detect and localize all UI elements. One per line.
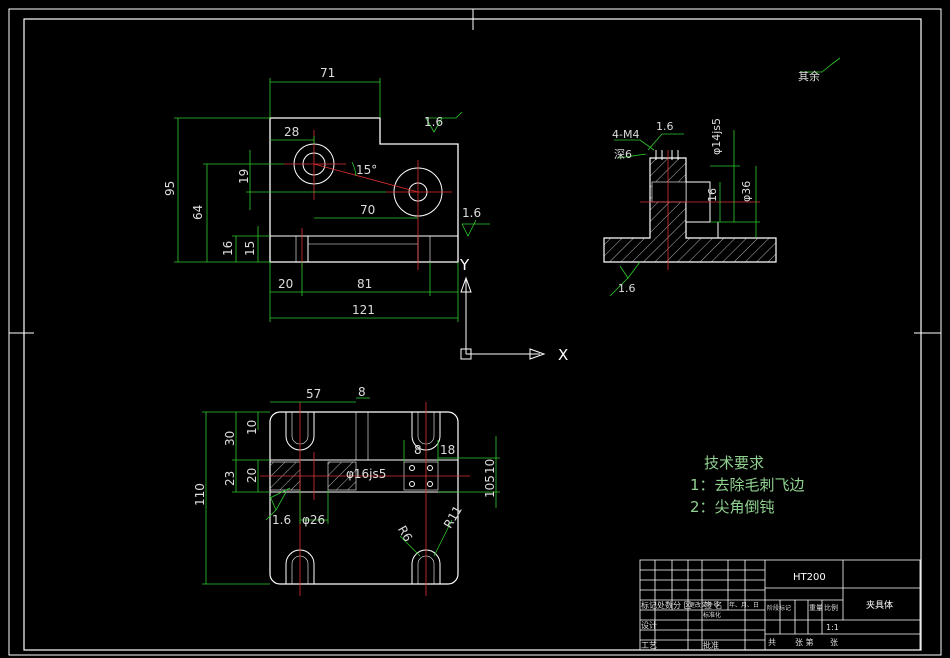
- top-view-dimensions: [202, 397, 500, 585]
- front-view: [269, 117, 459, 270]
- dim-105: 105: [483, 475, 497, 498]
- front-view-dim-text: 71 28 15° 19 70 95 64 16 15 20 81 121 1.…: [163, 66, 481, 317]
- dim-16: 16: [221, 241, 235, 256]
- material-label: HT200: [793, 572, 826, 583]
- dim-phi14js5: φ14js5: [710, 118, 723, 155]
- tb-sign: 签 名: [704, 601, 723, 610]
- tb-sheet-num: 张 第: [795, 638, 814, 647]
- dim-r6: R6: [395, 523, 415, 544]
- tb-date: 年、月、日: [729, 602, 760, 609]
- tb-stage-mark: 阶段标记: [767, 605, 792, 612]
- dim-30: 30: [223, 431, 237, 446]
- tb-approve: 批准: [703, 641, 719, 650]
- roughness-top: 1.6: [272, 513, 291, 527]
- tb-ratio: 比例: [824, 604, 838, 612]
- dim-4-m4: 4-M4: [612, 128, 639, 141]
- technical-requirements: 技术要求 1：去除毛刺飞边 2：尖角倒钝: [690, 452, 805, 518]
- tb-sheet-end: 张: [830, 638, 838, 647]
- dim-19: 19: [237, 169, 251, 184]
- tb-mark: 标记: [641, 601, 657, 610]
- dim-phi26: φ26: [302, 513, 325, 527]
- tb-sheet-total: 共: [768, 638, 776, 647]
- part-name: 夹具体: [866, 601, 894, 611]
- roughness-side-1: 1.6: [656, 120, 674, 133]
- notes-title: 技术要求: [704, 454, 765, 472]
- dim-64: 64: [191, 205, 205, 220]
- other-roughness: 其余: [798, 69, 820, 83]
- dim-18: 18: [440, 443, 455, 457]
- dim-15: 15: [243, 241, 257, 256]
- dim-16-side: 16: [706, 188, 719, 202]
- dim-20-top: 20: [245, 468, 259, 483]
- ucs-axes-icon: [460, 276, 546, 360]
- dim-23: 23: [223, 471, 237, 486]
- tb-process: 工艺: [641, 641, 657, 650]
- tb-count: 处数: [657, 601, 673, 610]
- dim-81: 81: [357, 277, 372, 291]
- dim-110: 110: [193, 483, 207, 506]
- dim-71: 71: [320, 66, 335, 80]
- top-view-dim-text: 57 8 10 30 20 23 110 φ16js5 8 18 10 105 …: [193, 385, 497, 544]
- dim-70: 70: [360, 203, 375, 217]
- dim-phi16js5: φ16js5: [346, 467, 386, 481]
- note-item-2: 2：尖角倒钝: [690, 498, 775, 516]
- dim-depth-6: 深6: [614, 148, 632, 161]
- dim-20: 20: [278, 277, 293, 291]
- tb-zone: 分 区: [673, 601, 692, 610]
- dim-8-top: 8: [358, 385, 366, 399]
- dim-10-top: 10: [245, 420, 259, 435]
- axis-y-label: Y: [459, 256, 470, 274]
- roughness-1: 1.6: [424, 115, 443, 129]
- dim-28: 28: [284, 125, 299, 139]
- dim-8-holes: 8: [414, 443, 422, 457]
- tb-design: 设计: [641, 621, 657, 630]
- roughness-side-2: 1.6: [618, 282, 636, 295]
- dim-phi36: φ36: [740, 181, 753, 202]
- side-view-dimensions: [609, 57, 841, 297]
- side-view: [603, 150, 777, 270]
- scale-value: 1:1: [826, 623, 839, 632]
- dim-57: 57: [306, 387, 321, 401]
- dim-121: 121: [352, 303, 375, 317]
- title-block: [639, 559, 921, 651]
- roughness-2: 1.6: [462, 206, 481, 220]
- dim-15deg: 15°: [356, 163, 377, 177]
- outer-frame: [8, 8, 942, 656]
- dim-r11: R11: [441, 503, 465, 530]
- note-item-1: 1：去除毛刺飞边: [690, 476, 805, 494]
- tb-standardize: 标准化: [703, 612, 722, 619]
- tb-change-doc: 更改文件号: [689, 602, 720, 609]
- tb-weight: 重量: [809, 604, 823, 612]
- inner-frame: [23, 18, 922, 651]
- front-view-dimensions: [174, 78, 490, 322]
- dim-10-holes: 10: [483, 459, 497, 474]
- top-view: [260, 402, 470, 596]
- axis-x-label: X: [558, 346, 568, 364]
- dim-95: 95: [163, 181, 177, 196]
- side-view-dim-text: 4-M4 深6 φ14js5 φ36 16 1.6 1.6 其余: [612, 69, 820, 295]
